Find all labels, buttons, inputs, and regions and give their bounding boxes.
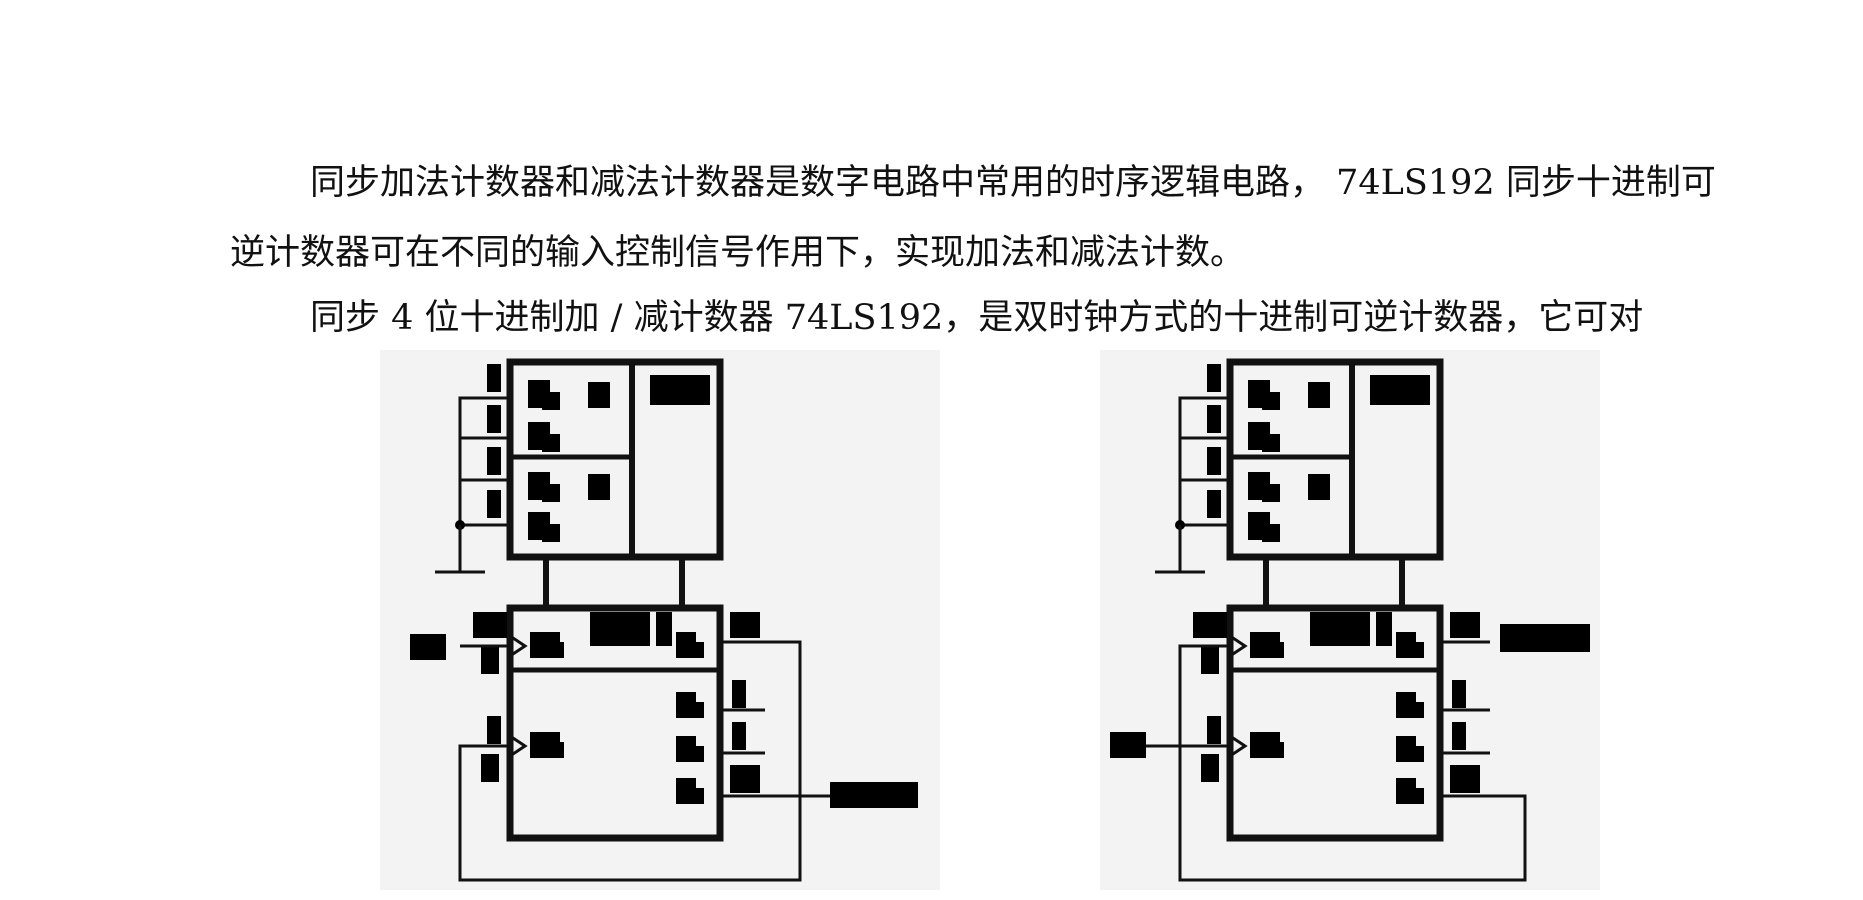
input-bus-wire	[1178, 396, 1230, 527]
output-wires	[1442, 708, 1490, 755]
link-wire-2	[679, 554, 720, 608]
input-pins-left	[1207, 364, 1221, 518]
clock-triangle-2	[509, 734, 528, 758]
ground-symbol	[1155, 525, 1205, 574]
clock-triangle-1	[1229, 634, 1248, 658]
paragraph-1: 同步加法计数器和减法计数器是数字电路中常用的时序逻辑电路， 74LS192 同步…	[230, 163, 1716, 273]
bottom-chip-pin-labels	[530, 632, 704, 804]
ground-symbol	[435, 525, 485, 574]
redacted-label	[650, 375, 710, 405]
redacted-label	[1370, 375, 1430, 405]
redacted-label	[590, 612, 650, 646]
clock-triangle-2	[1229, 734, 1248, 758]
output-wires	[722, 708, 830, 798]
bottom-chip-outline	[506, 604, 724, 842]
paragraph-2: 同步 4 位十进制加 / 减计数器 74LS192，是双时钟方式的十进制可逆计数…	[310, 298, 1644, 338]
redacted-label	[656, 612, 672, 646]
redacted-label	[1310, 612, 1370, 646]
input-bus-wire	[458, 396, 510, 527]
clock-input-pins	[1110, 612, 1227, 782]
bottom-chip-outline	[1226, 604, 1444, 842]
feedback-loop-wire	[458, 640, 802, 882]
output-pins	[1450, 612, 1480, 793]
input-pins-left	[487, 364, 501, 518]
clock-input-pins	[410, 612, 507, 782]
counter-logic-diagram-left	[380, 350, 940, 890]
redacted-label	[1500, 624, 1590, 652]
bottom-chip-pin-labels	[1250, 632, 1424, 804]
redacted-label	[830, 782, 918, 808]
top-chip-pin-labels	[528, 380, 610, 542]
feedback-loop-wire	[1178, 644, 1527, 882]
redacted-label	[1376, 612, 1392, 646]
counter-logic-diagram-right	[1100, 350, 1600, 890]
link-wire-2	[1399, 554, 1440, 608]
output-pins	[730, 612, 760, 793]
clock-triangle-1	[509, 634, 528, 658]
top-chip-pin-labels	[1248, 380, 1330, 542]
